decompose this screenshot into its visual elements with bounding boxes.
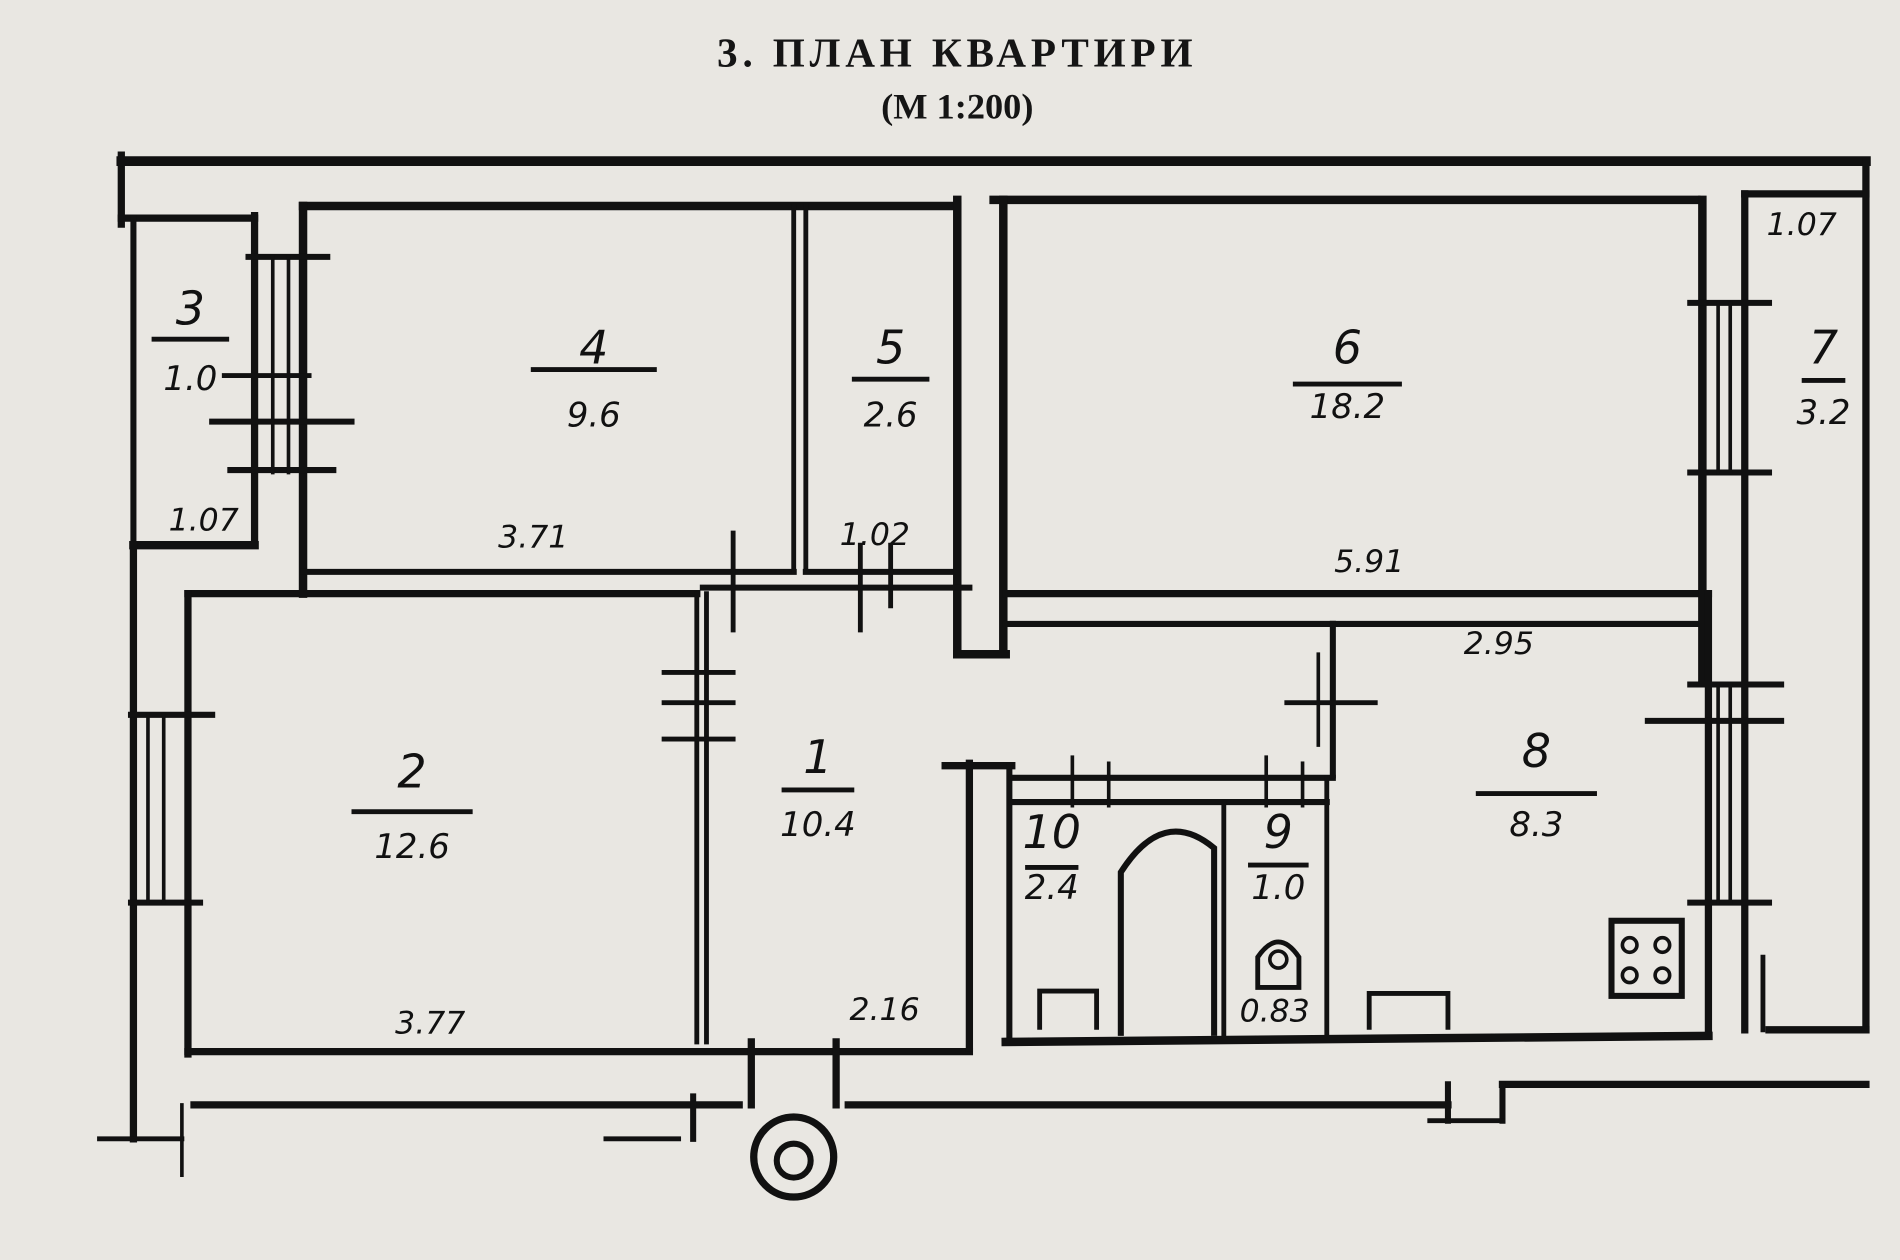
kitchen-sink-icon	[1366, 991, 1451, 1030]
dim-room2: 3.77	[395, 1005, 465, 1041]
walls	[97, 151, 1871, 1178]
room-1-label: 110.4	[780, 730, 856, 844]
room-area: 10.4	[780, 805, 856, 844]
room-area: 2.4	[1025, 868, 1079, 907]
room-area: 3.2	[1797, 393, 1851, 432]
room-4-label: 49.6	[530, 320, 657, 434]
room-number: 8	[1522, 724, 1551, 778]
room-number: 10	[1022, 805, 1081, 859]
entrance-marker-inner	[773, 1140, 814, 1181]
dim-room8: 2.95	[1464, 626, 1534, 662]
dim-room6: 5.91	[1334, 544, 1404, 580]
room-area: 1.0	[1251, 868, 1305, 907]
stove-icon	[1608, 917, 1685, 999]
plan-scale: (М 1:200)	[881, 87, 1033, 127]
room-8-label: 88.3	[1475, 724, 1597, 844]
dim-room9: 0.83	[1240, 993, 1310, 1029]
room-area: 9.6	[567, 395, 621, 434]
room-area: 8.3	[1509, 805, 1563, 844]
bathtub-icon	[1117, 828, 1218, 1036]
room-3-label: 31.0	[151, 282, 230, 398]
dim-room1: 2.16	[850, 992, 920, 1028]
room-5-label: 52.6	[851, 320, 930, 434]
room-area: 12.6	[374, 827, 450, 866]
room-10-label: 102.4	[1022, 805, 1081, 907]
wall-segment	[1001, 1031, 1713, 1047]
room-number: 3	[176, 282, 205, 336]
dim-room5: 1.02	[840, 517, 910, 553]
room-area: 1.0	[163, 359, 217, 398]
dim-room7: 1.07	[1767, 207, 1837, 243]
room-number: 1	[803, 730, 832, 784]
entrance-marker-icon	[750, 1113, 838, 1201]
room-number: 7	[1809, 320, 1838, 374]
room-number: 2	[397, 745, 426, 799]
room-2-label: 212.6	[351, 745, 473, 866]
dim-room3: 1.07	[169, 503, 239, 539]
sink-icon	[1037, 988, 1100, 1030]
room-6-label: 618.2	[1292, 320, 1402, 426]
room-area: 18.2	[1310, 387, 1386, 426]
room-number: 6	[1333, 320, 1362, 374]
dim-room4: 3.71	[498, 520, 568, 556]
room-number: 9	[1264, 805, 1293, 859]
room-number: 4	[579, 320, 608, 374]
room-9-label: 91.0	[1248, 805, 1309, 907]
room-area: 2.6	[864, 395, 918, 434]
room-number: 5	[876, 320, 905, 374]
toilet-icon	[1255, 939, 1302, 990]
room-7-label: 73.2	[1797, 320, 1851, 432]
plan-title: 3. ПЛАН КВАРТИРИ	[717, 30, 1197, 76]
